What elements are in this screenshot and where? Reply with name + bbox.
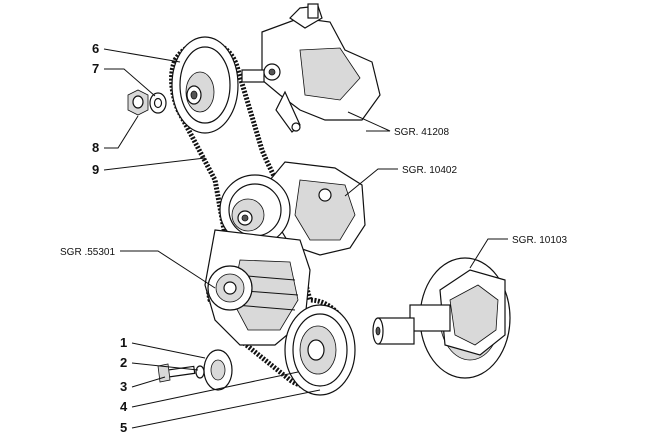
alternator: [204, 229, 311, 346]
water-pump-housing: [269, 161, 366, 256]
crankshaft-pulley: [284, 304, 356, 396]
ref-label-alternator: SGR .55301: [60, 247, 115, 258]
callout-6: 6: [92, 41, 99, 56]
power-steering-pump: [241, 3, 381, 133]
steering-pump-pulley: [171, 36, 239, 134]
callout-5: 5: [120, 420, 127, 433]
pulley-hub: [203, 349, 233, 391]
water-pump-pulley: [219, 174, 291, 246]
leader-lines: [103, 48, 508, 429]
callout-9: 9: [92, 162, 99, 177]
pulley-washer: [149, 92, 167, 114]
ref-label-water-pump: SGR. 10402: [402, 165, 457, 176]
callout-7: 7: [92, 61, 99, 76]
ref-label-pump: SGR. 41208: [394, 127, 449, 138]
callout-1: 1: [120, 335, 127, 350]
pulley-nut: [127, 89, 149, 116]
crankshaft-assembly: [372, 257, 511, 379]
callout-2: 2: [120, 355, 127, 370]
callout-3: 3: [120, 379, 127, 394]
ref-label-crankshaft: SGR. 10103: [512, 235, 567, 246]
hub-washer: [195, 365, 205, 379]
callout-4: 4: [120, 399, 128, 414]
callout-8: 8: [92, 140, 99, 155]
